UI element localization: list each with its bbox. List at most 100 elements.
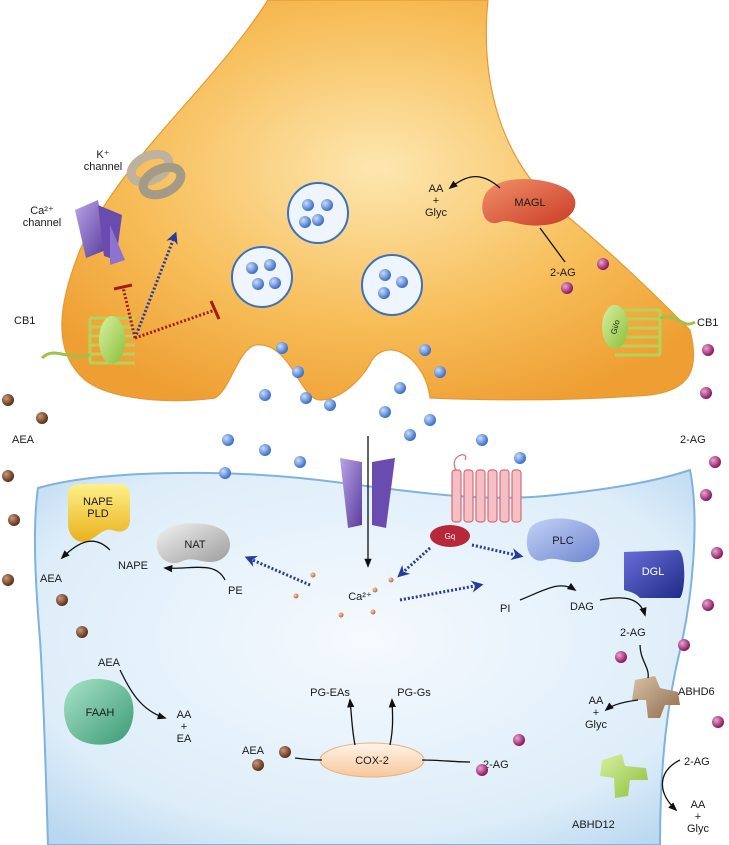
synaptic-vesicle	[287, 182, 349, 244]
magl-product-label: AA+Glyc	[425, 183, 448, 219]
2ag-to-abhd6-line	[639, 644, 649, 679]
2ag-molecule	[702, 344, 714, 356]
2ag-molecule	[615, 651, 627, 663]
gq-to-plc-arrow	[471, 543, 524, 560]
neurotransmitter-molecule	[394, 382, 406, 394]
pg-eas-label: PG-EAs	[310, 687, 350, 699]
molecule-layer	[2, 258, 724, 776]
cb1-receptor-right	[602, 305, 696, 357]
cb1-left-label: CB1	[14, 315, 35, 327]
pi-label: PI	[500, 603, 510, 615]
2ag-molecule	[702, 599, 714, 611]
magl-enzyme	[482, 178, 576, 226]
calcium-ion	[310, 572, 316, 578]
neurotransmitter-molecule	[476, 434, 488, 446]
neurotransmitter-molecule	[259, 389, 271, 401]
aea-molecule	[2, 394, 14, 406]
abhd6-label: ABHD6	[678, 686, 715, 698]
gq-to-ca-arrow	[397, 546, 432, 578]
neurotransmitter-molecule	[424, 414, 436, 426]
2ag-molecule	[700, 387, 712, 399]
neurotransmitter-molecule	[324, 399, 336, 411]
gq-label: Gq	[445, 532, 456, 541]
neurotransmitter-molecule	[222, 434, 234, 446]
abhd12-product-label: AA+Glyc	[687, 799, 710, 835]
aea-molecule	[252, 759, 264, 771]
gq-protein	[430, 525, 470, 547]
cb1-receptor-left	[40, 316, 135, 365]
2ag-molecule	[712, 716, 724, 728]
gio-label: Gi/o	[609, 318, 622, 335]
2ag-molecule	[711, 547, 723, 559]
neurotransmitter-molecule	[294, 456, 306, 468]
abhd6-product-label: AA+Glyc	[585, 695, 608, 731]
2ag-molecule	[597, 258, 609, 270]
extracellular-2ag-label: 2-AG	[680, 434, 706, 446]
postsynaptic-terminal	[33, 468, 696, 845]
pe-label: PE	[228, 585, 243, 597]
nat-label: NAT	[184, 539, 205, 551]
svg-text:AA+Glyc: AA+Glyc	[425, 183, 448, 219]
faah-label: FAAH	[86, 707, 115, 719]
inhibit-bar-vesicle	[209, 300, 221, 320]
extracellular-aea-label: AEA	[12, 434, 35, 446]
magl-label: MAGL	[514, 197, 545, 209]
presynaptic-terminal	[61, 0, 695, 402]
nape-pld-enzyme	[68, 484, 130, 542]
2ag-molecule	[678, 639, 690, 651]
2ag-molecule	[513, 734, 525, 746]
abhd6-enzyme	[632, 676, 680, 718]
postsynaptic-ca-channel	[340, 458, 395, 528]
neurotransmitter-molecule	[219, 467, 231, 479]
svg-text:Ca²⁺channel: Ca²⁺channel	[23, 205, 62, 229]
synaptic-vesicle	[231, 246, 293, 308]
neurotransmitter-molecule	[276, 342, 288, 354]
ca-channel	[75, 200, 125, 265]
neurotransmitter-molecule	[404, 429, 416, 441]
calcium-ion	[388, 577, 394, 583]
k-channel	[126, 149, 186, 200]
ca-to-nat-arrow	[244, 555, 311, 587]
neurotransmitter-molecule	[434, 366, 446, 378]
nape-to-aea-arrow	[60, 540, 111, 560]
2ag-molecule	[709, 456, 721, 468]
aea-molecule	[76, 626, 88, 638]
calcium-ion	[370, 609, 376, 615]
2ag-molecule	[561, 282, 573, 294]
faah-aea-label: AEA	[98, 657, 121, 669]
nape-label: NAPE	[118, 560, 148, 572]
neurotransmitter-molecule	[300, 392, 312, 404]
aea-molecule	[2, 574, 14, 586]
magl-substrate-line	[539, 227, 566, 263]
cox2-to-pggs-arrow	[388, 698, 396, 746]
svg-text:K⁺channel: K⁺channel	[84, 149, 123, 173]
cox2-label: COX-2	[355, 755, 389, 767]
2ag-molecule	[700, 489, 712, 501]
svg-text:AA+EA: AA+EA	[177, 709, 192, 745]
cox2-2ag-line	[421, 759, 471, 763]
cox2-aea-label: AEA	[242, 745, 265, 757]
dag-to-2ag-arrow	[599, 597, 647, 617]
cox2-2ag-label: 2-AG	[483, 759, 509, 771]
neurotransmitter-molecule	[379, 406, 391, 418]
pg-gs-label: PG-Gs	[397, 687, 431, 699]
nape-aea-label: AEA	[40, 573, 63, 585]
calcium-ion	[372, 587, 378, 593]
svg-text:AA+Glyc: AA+Glyc	[687, 799, 710, 835]
nat-enzyme	[156, 523, 231, 564]
aea-molecule	[8, 514, 20, 526]
magl-arrow	[448, 176, 501, 190]
faah-arrow	[119, 669, 167, 720]
aea-molecule	[36, 412, 48, 424]
ca-to-plc-arrow	[399, 580, 484, 602]
2ag-molecule	[476, 764, 488, 776]
gi-inhibits-ca-channel	[121, 286, 137, 339]
dgl-enzyme	[624, 550, 685, 598]
k-channel-label: K⁺channel	[84, 149, 123, 173]
neurotransmitter-molecule	[419, 344, 431, 356]
plc-label: PLC	[552, 535, 573, 547]
abhd12-enzyme	[600, 754, 648, 798]
dag-label: DAG	[570, 601, 594, 613]
